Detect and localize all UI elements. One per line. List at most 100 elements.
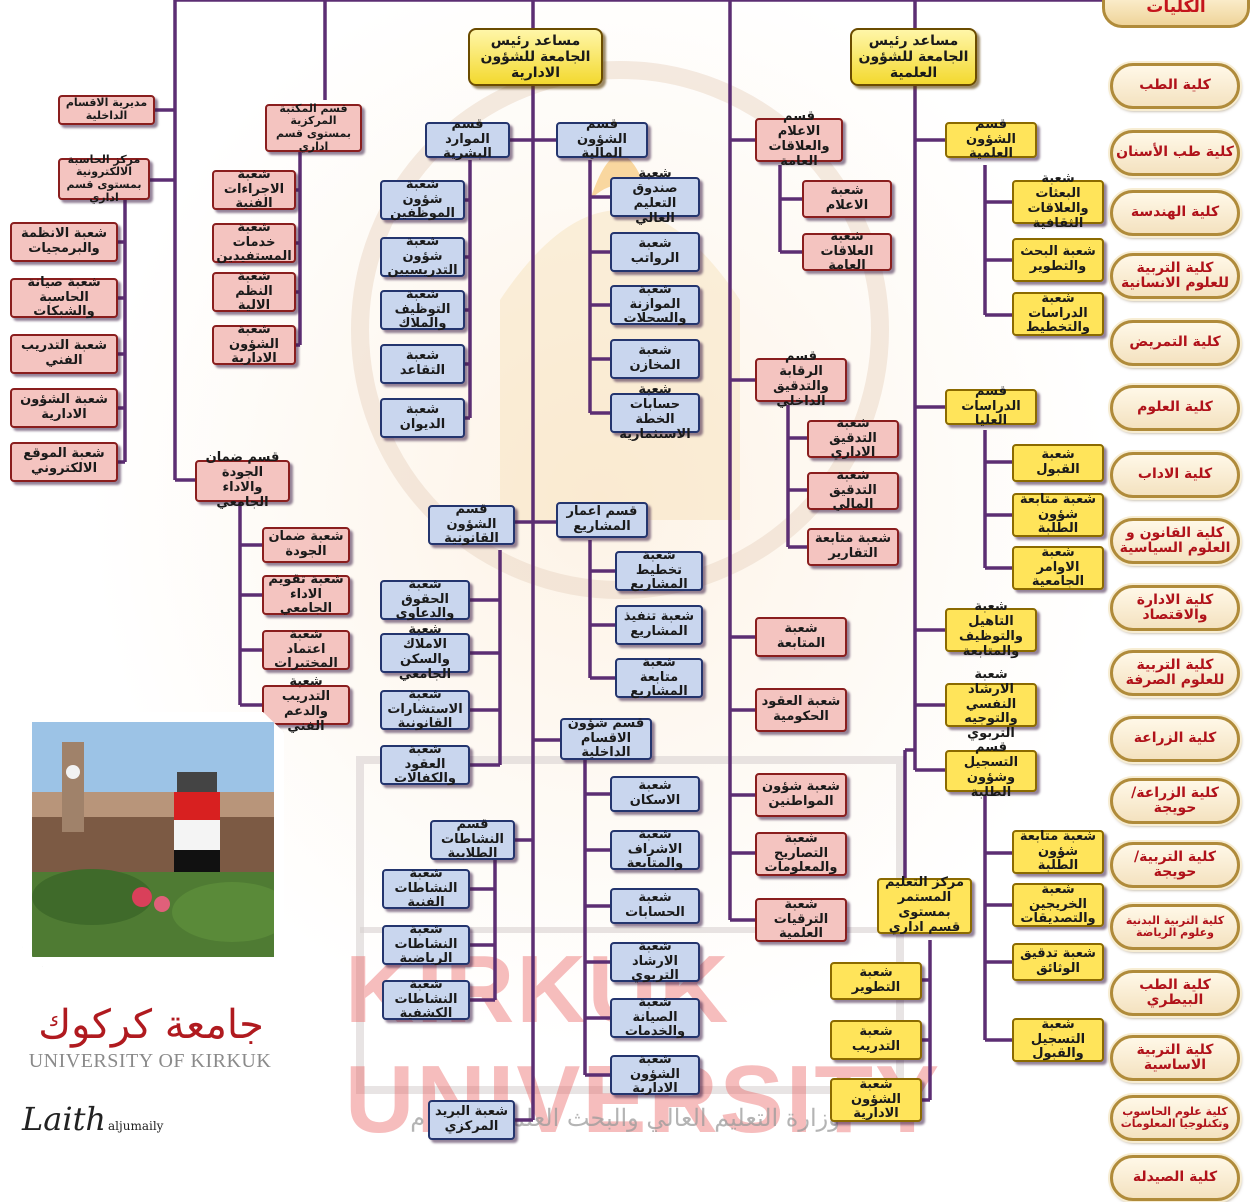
college-education-pure-sciences[interactable]: كلية التربية للعلوم الصرفة [1110, 650, 1240, 696]
college-engineering[interactable]: كلية الهندسة [1110, 190, 1240, 236]
computer-unit[interactable]: شعبة صيانة الحاسبة والشبكات [10, 275, 118, 319]
registration-unit[interactable]: شعبة متابعة شؤون الطلبة [1012, 829, 1104, 874]
activities-unit[interactable]: شعبة النشاطات الرياضية [382, 922, 470, 966]
scientific-unit[interactable]: شعبة البعثات والعلاقات الثقافية [1012, 171, 1104, 231]
quality-unit[interactable]: شعبة تقويم الاداء الجامعي [262, 572, 350, 616]
college-agriculture[interactable]: كلية الزراعة [1110, 716, 1240, 762]
computer-center[interactable]: مركز الحاسبة الالكترونية بمستوى قسم ادار… [58, 153, 150, 203]
quality-unit[interactable]: شعبة ضمان الجودة [262, 527, 350, 563]
projects-unit[interactable]: شعبة تنفيذ المشاريع [615, 605, 703, 645]
library-unit[interactable]: شعبة الشؤون الادارية [212, 322, 296, 366]
college-computer-science[interactable]: كلية علوم الحاسوب وتكنلوجيا المعلومات [1110, 1095, 1240, 1141]
citizens-affairs-unit[interactable]: شعبة شؤون المواطنين [755, 773, 847, 817]
central-library[interactable]: قسم المكتبة المركزية بمستوى قسم اداري [265, 102, 362, 152]
audit-dept[interactable]: قسم الرقابة والتدقيق الداخلي [755, 349, 847, 409]
college-dentistry[interactable]: كلية طب الأسنان [1110, 130, 1240, 176]
hr-unit[interactable]: شعبة التوظيف والملاك [380, 287, 465, 331]
college-science[interactable]: كلية العلوم [1110, 385, 1240, 431]
college-medicine[interactable]: كلية الطب [1110, 63, 1240, 109]
hr-unit[interactable]: شعبة شؤون الموظفين [380, 177, 465, 221]
registration-unit[interactable]: شعبة الخريجين والتصديقات [1012, 882, 1104, 927]
government-contracts-unit[interactable]: شعبة العقود الحكومية [755, 688, 847, 732]
quality-unit[interactable]: شعبة التدريب والدعم الفني [262, 674, 350, 734]
college-physical-education[interactable]: كلية التربية البدنية وعلوم الرياضة [1110, 904, 1240, 950]
dorms-unit[interactable]: شعبة الشؤون الادارية [610, 1052, 700, 1096]
student-activities-dept[interactable]: قسم النشاطات الطلابية [430, 817, 515, 861]
finance-unit[interactable]: شعبة الرواتب [610, 232, 700, 272]
statements-info-unit[interactable]: شعبة التصاريح والمعلومات [755, 831, 847, 876]
scientific-promotions-unit[interactable]: شعبة الترقيات العلمية [755, 897, 847, 942]
scientific-unit[interactable]: شعبة البحث والتطوير [1012, 238, 1104, 282]
projects-dept[interactable]: قسم اعمار المشاريع [556, 502, 648, 538]
college-education-humanities[interactable]: كلية التربية للعلوم الانسانية [1110, 253, 1240, 299]
finance-unit[interactable]: شعبة الموازنة والسجلات [610, 282, 700, 326]
internal-sections-directorate[interactable]: مديرية الاقسام الداخلية [58, 95, 155, 125]
continuing-unit[interactable]: شعبة التطوير [830, 962, 922, 1000]
vp-admin-affairs[interactable]: مساعد رئيس الجامعة للشؤون الادارية [468, 28, 603, 86]
graduate-unit[interactable]: شعبة القبول [1012, 444, 1104, 482]
audit-unit[interactable]: شعبة متابعة التقارير [807, 528, 899, 566]
college-law-politics[interactable]: كلية القانون و العلوم السياسية [1110, 518, 1240, 564]
finance-unit[interactable]: شعبة صندوق التعليم العالي [610, 166, 700, 226]
activities-unit[interactable]: شعبة النشاطات الفنية [382, 866, 470, 910]
graduate-studies-dept[interactable]: قسم الدراسات العليا [945, 384, 1037, 428]
counseling-unit[interactable]: شعبة الارشاد النفسي والتوجيه التربوي [945, 667, 1037, 741]
continuing-unit[interactable]: شعبة الشؤون الادارية [830, 1077, 922, 1122]
computer-unit[interactable]: شعبة الانظمة والبرمجيات [10, 222, 118, 262]
dormitories-dept[interactable]: قسم شؤون الاقسام الداخلية [560, 716, 652, 760]
dorms-unit[interactable]: شعبة الارشاد التربوي [610, 939, 700, 983]
college-administration-economics[interactable]: كلية الادارة والاقتصاد [1110, 585, 1240, 631]
activities-unit[interactable]: شعبة النشاطات الكشفية [382, 977, 470, 1021]
library-unit[interactable]: شعبة الاجراءات الفنية [212, 167, 296, 211]
hr-dept[interactable]: قسم الموارد البشرية [425, 117, 510, 161]
rehabilitation-unit[interactable]: شعبة التاهيل والتوظيف والمتابعة [945, 599, 1037, 659]
registration-dept[interactable]: قسم التسجيل وشؤون الطلبة [945, 740, 1037, 800]
dorms-unit[interactable]: شعبة الحسابات [610, 888, 700, 924]
media-relations-dept[interactable]: قسم الاعلام والعلاقات العامة [755, 109, 843, 169]
hr-unit[interactable]: شعبة الديوان [380, 398, 465, 438]
audit-unit[interactable]: شعبة التدقيق المالي [807, 468, 899, 512]
college-education-hawija[interactable]: كلية التربية/حويجة [1110, 842, 1240, 888]
legal-unit[interactable]: شعبة الاستشارات القانونية [380, 687, 470, 731]
registration-unit[interactable]: شعبة تدقيق الوثائق [1012, 943, 1104, 981]
legal-unit[interactable]: شعبة الاملاك والسكن الجامعي [380, 622, 470, 682]
computer-unit[interactable]: شعبة الشؤون الادارية [10, 388, 118, 428]
legal-unit[interactable]: شعبة الحقوق والدعاوى [380, 577, 470, 621]
college-agriculture-hawija[interactable]: كلية الزراعة/حويجة [1110, 778, 1240, 824]
finance-dept[interactable]: قسم الشؤون المالية [556, 117, 648, 161]
quality-assurance-dept[interactable]: قسم ضمان الجودة والاداء الجامعي [195, 450, 290, 510]
continuing-unit[interactable]: شعبة التدريب [830, 1020, 922, 1060]
hr-unit[interactable]: شعبة التقاعد [380, 344, 465, 384]
vp-scientific-affairs[interactable]: مساعد رئيس الجامعة للشؤون العلمية [850, 28, 977, 86]
graduate-unit[interactable]: شعبة متابعة شؤون الطلبة [1012, 492, 1104, 537]
projects-unit[interactable]: شعبة متابعة المشاريع [615, 655, 703, 699]
follow-up-unit[interactable]: شعبة المتابعة [755, 617, 847, 657]
dorms-unit[interactable]: شعبة الاسكان [610, 776, 700, 812]
scientific-unit[interactable]: شعبة الدراسات والتخطيط [1012, 291, 1104, 336]
finance-unit[interactable]: شعبة حسابات الخطة الاستثمارية [610, 382, 700, 442]
computer-unit[interactable]: شعبة التدريب الفني [10, 334, 118, 374]
scientific-affairs-dept[interactable]: قسم الشؤون العلمية [945, 117, 1037, 161]
registration-unit[interactable]: شعبة التسجيل والقبول [1012, 1017, 1104, 1062]
media-unit[interactable]: شعبة العلاقات العامة [802, 229, 892, 273]
college-pharmacy[interactable]: كلية الصيدلة [1110, 1155, 1240, 1201]
central-mail-unit[interactable]: شعبة البريد المركزي [428, 1100, 515, 1140]
dorms-unit[interactable]: شعبة الاشراف والمتابعة [610, 827, 700, 871]
library-unit[interactable]: شعبة النظم الالية [212, 269, 296, 313]
legal-dept[interactable]: قسم الشؤون القانونية [428, 502, 515, 546]
dorms-unit[interactable]: شعبة الصيانة والخدمات [610, 995, 700, 1039]
college-arts[interactable]: كلية الاداب [1110, 452, 1240, 498]
library-unit[interactable]: شعبة خدمات المستفيدين [212, 220, 296, 264]
finance-unit[interactable]: شعبة المخازن [610, 339, 700, 379]
projects-unit[interactable]: شعبة تخطيط المشاريع [615, 548, 703, 592]
hr-unit[interactable]: شعبة شؤون التدريسيين [380, 234, 465, 278]
quality-unit[interactable]: شعبة اعتماد المختبرات [262, 627, 350, 671]
college-nursing[interactable]: كلية التمريض [1110, 320, 1240, 366]
continuing-education-center[interactable]: مركز التعليم المستمر بمستوى قسم اداري [877, 875, 972, 935]
college-veterinary[interactable]: كلية الطب البيطري [1110, 970, 1240, 1016]
audit-unit[interactable]: شعبة التدقيق الاداري [807, 416, 899, 460]
media-unit[interactable]: شعبة الاعلام [802, 180, 892, 218]
graduate-unit[interactable]: شعبة الاوامر الجامعية [1012, 545, 1104, 590]
legal-unit[interactable]: شعبة العقود والكفالات [380, 742, 470, 786]
college-basic-education[interactable]: كلية التربية الاساسية [1110, 1035, 1240, 1081]
